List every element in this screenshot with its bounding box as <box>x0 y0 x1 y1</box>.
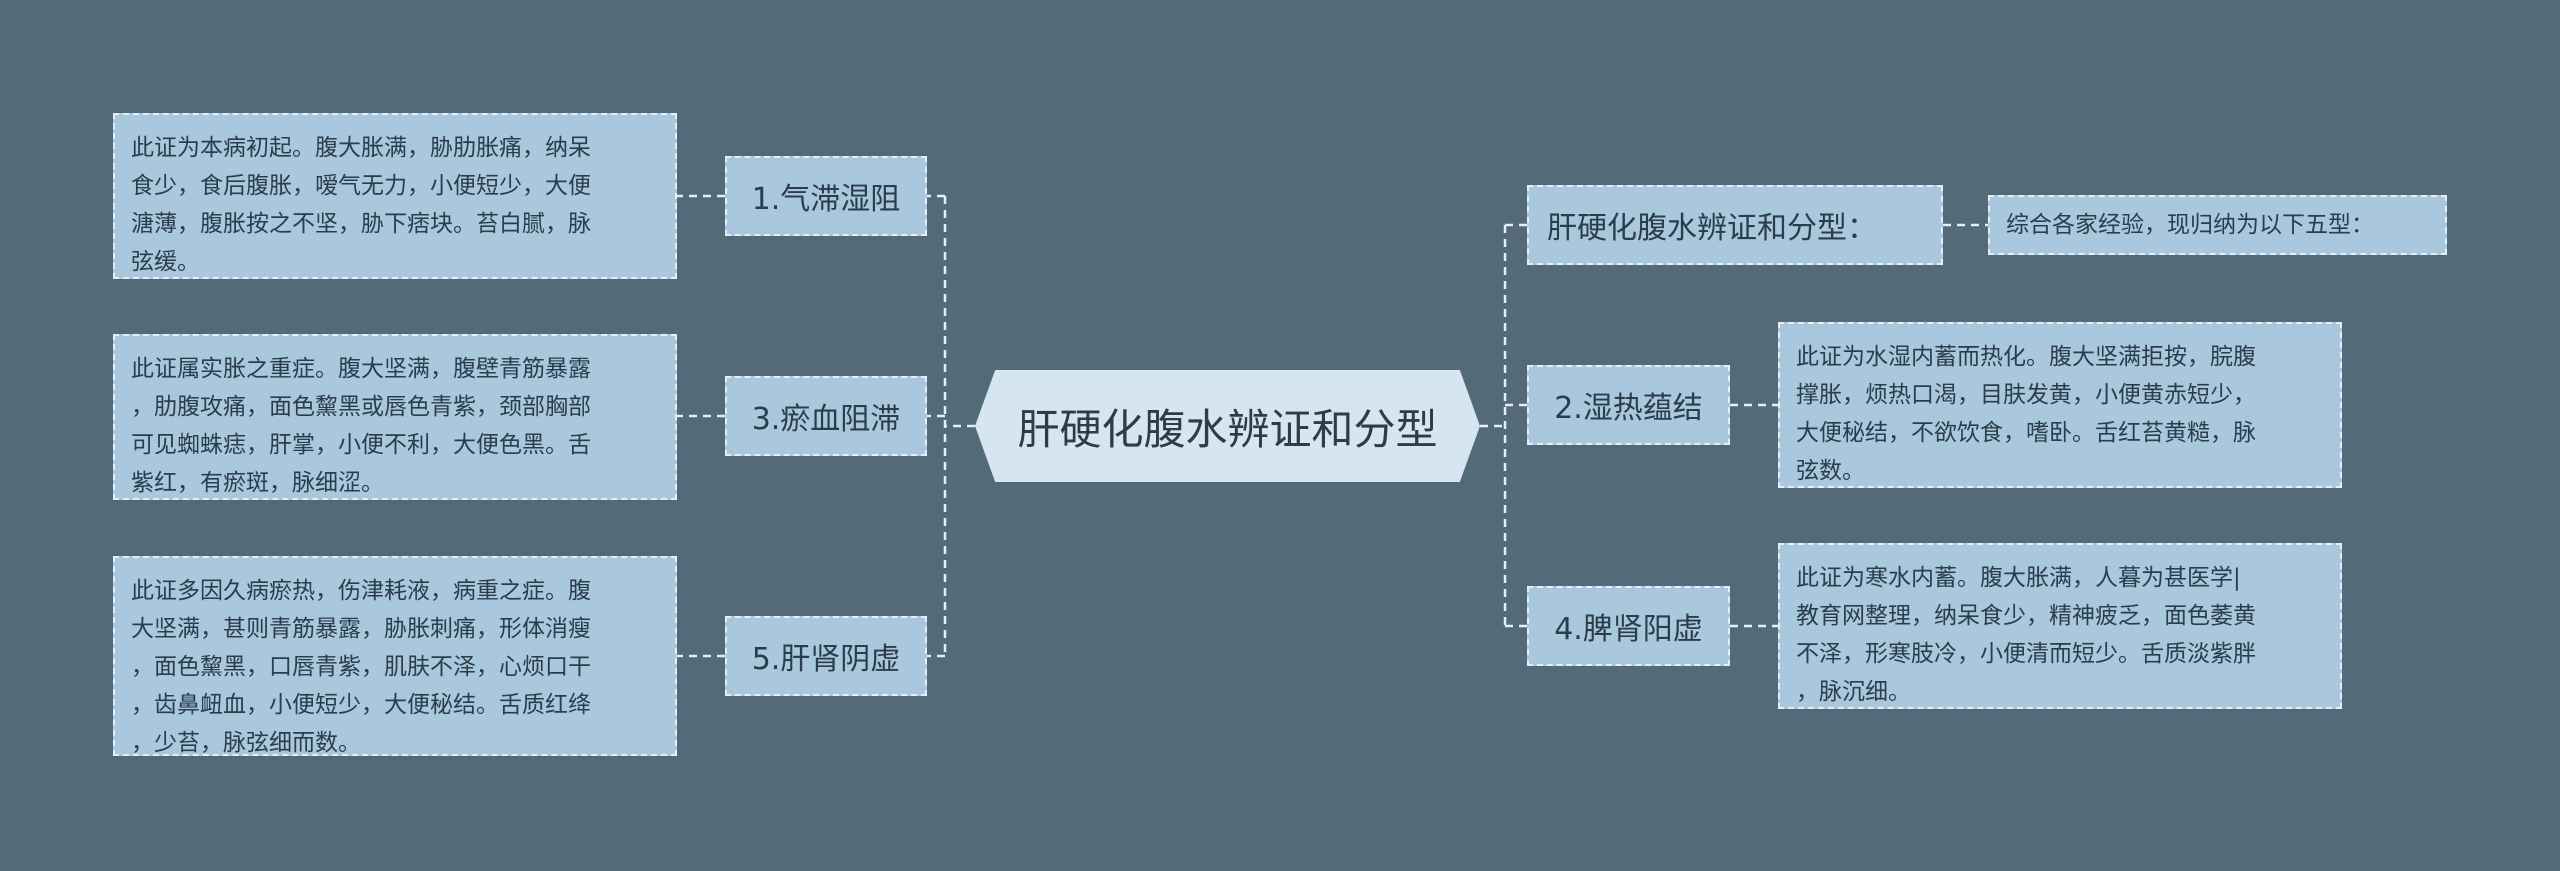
branch-label: 5.肝肾阴虚 <box>751 642 901 677</box>
branch-overview[interactable]: 肝硬化腹水辨证和分型： <box>1527 185 1943 265</box>
leaf-line: 食少，食后腹胀，嗳气无力，小便短少，大便 <box>131 173 591 199</box>
leaf-line: 紫红，有瘀斑，脉细涩。 <box>131 470 384 496</box>
central-topic-label: 肝硬化腹水辨证和分型 <box>1017 404 1438 454</box>
leaf-line: 大便秘结，不欲饮食，嗜卧。舌红苔黄糙，脉 <box>1796 420 2256 446</box>
leaf-yuxue-zuzhi[interactable]: 此证属实胀之重症。腹大坚满，腹壁青筋暴露 ，肋腹攻痛，面色黧黑或唇色青紫，颈部胸… <box>113 334 677 500</box>
branch-yuxue-zuzhi[interactable]: 3.瘀血阻滞 <box>725 376 927 456</box>
branch-label: 4.脾肾阳虚 <box>1554 612 1703 647</box>
leaf-line: ，齿鼻衄血，小便短少，大便秘结。舌质红绛 <box>131 692 591 718</box>
leaf-overview[interactable]: 综合各家经验，现归纳为以下五型： <box>1988 195 2447 255</box>
leaf-line: 教育网整理，纳呆食少，精神疲乏，面色萎黄 <box>1796 603 2256 629</box>
branch-ganshen-yinxu[interactable]: 5.肝肾阴虚 <box>725 616 927 696</box>
leaf-line: 不泽，形寒肢冷，小便清而短少。舌质淡紫胖 <box>1796 641 2256 667</box>
leaf-pishen-yangxu[interactable]: 此证为寒水内蓄。腹大胀满，人暮为甚医学| 教育网整理，纳呆食少，精神疲乏，面色萎… <box>1778 543 2342 709</box>
leaf-line: 此证属实胀之重症。腹大坚满，腹壁青筋暴露 <box>131 356 591 382</box>
branch-label: 3.瘀血阻滞 <box>751 402 901 437</box>
leaf-line: ，肋腹攻痛，面色黧黑或唇色青紫，颈部胸部 <box>131 394 591 420</box>
leaf-line: ，少苔，脉弦细而数。 <box>131 730 361 756</box>
leaf-line: 撑胀，烦热口渴，目肤发黄，小便黄赤短少， <box>1796 382 2256 408</box>
branch-shire-yunjie[interactable]: 2.湿热蕴结 <box>1527 365 1730 445</box>
leaf-line: 此证多因久病瘀热，伤津耗液，病重之症。腹 <box>131 578 591 604</box>
branch-qizhi-shizu[interactable]: 1.气滞湿阻 <box>725 156 927 236</box>
leaf-line: 此证为本病初起。腹大胀满，胁肋胀痛，纳呆 <box>131 135 591 161</box>
leaf-shire-yunjie[interactable]: 此证为水湿内蓄而热化。腹大坚满拒按，脘腹 撑胀，烦热口渴，目肤发黄，小便黄赤短少… <box>1778 322 2342 488</box>
leaf-line: 可见蜘蛛痣，肝掌，小便不利，大便色黑。舌 <box>131 432 591 458</box>
branch-label: 2.湿热蕴结 <box>1554 391 1703 426</box>
leaf-line: 溏薄，腹胀按之不坚，胁下痞块。苔白腻，脉 <box>131 211 591 237</box>
branch-label: 肝硬化腹水辨证和分型： <box>1547 211 1877 246</box>
leaf-line: 大坚满，甚则青筋暴露，胁胀刺痛，形体消瘦 <box>131 616 591 642</box>
leaf-ganshen-yinxu[interactable]: 此证多因久病瘀热，伤津耗液，病重之症。腹 大坚满，甚则青筋暴露，胁胀刺痛，形体消… <box>113 556 677 756</box>
leaf-line: 弦数。 <box>1796 458 1865 484</box>
leaf-line: 弦缓。 <box>131 249 200 275</box>
leaf-line: 综合各家经验，现归纳为以下五型： <box>2006 212 2374 238</box>
branch-label: 1.气滞湿阻 <box>751 182 901 217</box>
leaf-line: ，面色黧黑，口唇青紫，肌肤不泽，心烦口干 <box>131 654 591 680</box>
central-topic[interactable]: 肝硬化腹水辨证和分型 <box>975 370 1480 482</box>
leaf-line: 此证为寒水内蓄。腹大胀满，人暮为甚医学| <box>1796 565 2241 591</box>
leaf-qizhi-shizu[interactable]: 此证为本病初起。腹大胀满，胁肋胀痛，纳呆 食少，食后腹胀，嗳气无力，小便短少，大… <box>113 113 677 279</box>
branch-pishen-yangxu[interactable]: 4.脾肾阳虚 <box>1527 586 1730 666</box>
leaf-line: ，脉沉细。 <box>1796 679 1911 705</box>
leaf-line: 此证为水湿内蓄而热化。腹大坚满拒按，脘腹 <box>1796 344 2256 370</box>
